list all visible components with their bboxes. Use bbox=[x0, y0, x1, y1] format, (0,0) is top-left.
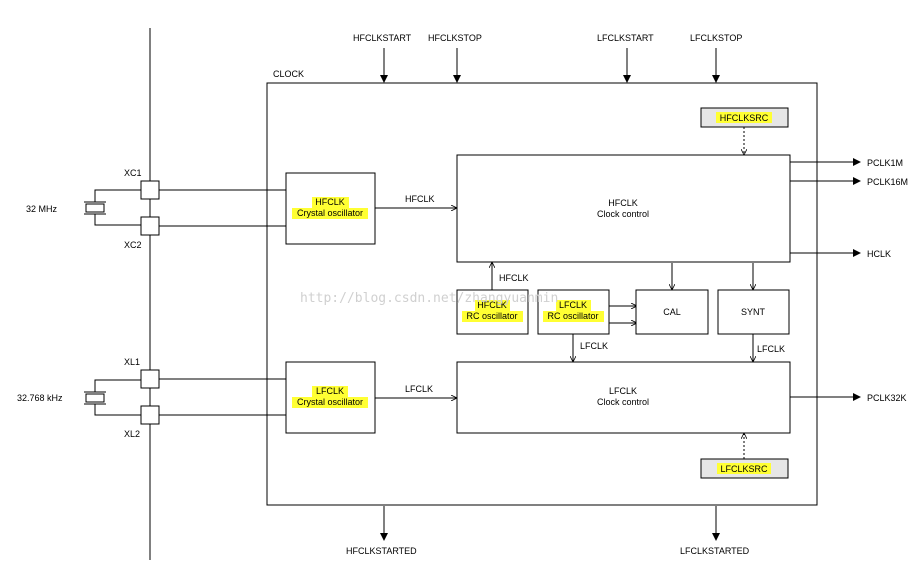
hfclksrc-register: HFCLKSRC bbox=[700, 107, 789, 154]
output-hclk: HCLK bbox=[790, 249, 891, 259]
hfclk-rc-oscillator: HFCLK RC oscillator bbox=[456, 289, 529, 335]
svg-text:LFCLK: LFCLK bbox=[757, 344, 785, 354]
svg-text:LFCLK: LFCLK bbox=[405, 384, 433, 394]
svg-text:XL1: XL1 bbox=[124, 357, 140, 367]
svg-text:LFCLKSTART: LFCLKSTART bbox=[597, 33, 654, 43]
svg-text:HFCLK: HFCLK bbox=[499, 273, 529, 283]
signal-lfclkstop: LFCLKSTOP bbox=[690, 33, 742, 83]
lf-crystal-freq: 32.768 kHz bbox=[17, 393, 63, 403]
svg-text:RC oscillator: RC oscillator bbox=[466, 311, 517, 321]
svg-text:HFCLK: HFCLK bbox=[477, 300, 507, 310]
svg-text:LFCLK: LFCLK bbox=[316, 386, 344, 396]
svg-text:Clock control: Clock control bbox=[597, 397, 649, 407]
signal-lfclkstart: LFCLKSTART bbox=[597, 33, 654, 83]
svg-text:LFCLK: LFCLK bbox=[609, 386, 637, 396]
output-pclk1m: PCLK1M bbox=[790, 158, 903, 168]
pin-xc1: XC1 bbox=[124, 168, 286, 200]
output-pclk32k: PCLK32K bbox=[790, 393, 907, 403]
signal-hfclkstart: HFCLKSTART bbox=[353, 33, 412, 83]
svg-text:XL2: XL2 bbox=[124, 429, 140, 439]
svg-text:RC oscillator: RC oscillator bbox=[547, 311, 598, 321]
svg-text:PCLK32K: PCLK32K bbox=[867, 393, 907, 403]
wire-hfclk-xtal: HFCLK bbox=[375, 194, 456, 208]
svg-text:LFCLKSRC: LFCLKSRC bbox=[720, 464, 768, 474]
hfclk-clock-control: HFCLK Clock control bbox=[456, 154, 791, 263]
pin-xc2: XC2 bbox=[124, 216, 286, 250]
pin-xl2: XL2 bbox=[124, 405, 286, 439]
svg-text:Clock control: Clock control bbox=[597, 209, 649, 219]
svg-text:HFCLK: HFCLK bbox=[608, 198, 638, 208]
svg-text:SYNT: SYNT bbox=[741, 307, 766, 317]
wire-hfclk-rc: HFCLK bbox=[492, 263, 529, 290]
lfclksrc-register: LFCLKSRC bbox=[700, 434, 789, 479]
hf-crystal: 32 MHz bbox=[26, 189, 141, 226]
svg-text:HFCLKSTART: HFCLKSTART bbox=[353, 33, 412, 43]
signal-hfclkstarted: HFCLKSTARTED bbox=[346, 506, 417, 556]
lfclk-clock-control: LFCLK Clock control bbox=[456, 361, 791, 434]
svg-text:XC2: XC2 bbox=[124, 240, 142, 250]
pin-xl1: XL1 bbox=[124, 357, 286, 389]
cal-block: CAL bbox=[635, 289, 709, 335]
svg-text:LFCLK: LFCLK bbox=[559, 300, 587, 310]
lf-crystal: 32.768 kHz bbox=[17, 379, 141, 416]
svg-text:Crystal oscillator: Crystal oscillator bbox=[297, 397, 363, 407]
svg-text:PCLK16M: PCLK16M bbox=[867, 177, 908, 187]
svg-text:LFCLKSTOP: LFCLKSTOP bbox=[690, 33, 742, 43]
svg-text:LFCLK: LFCLK bbox=[580, 341, 608, 351]
wire-lfclk-xtal: LFCLK bbox=[375, 384, 456, 398]
lfclk-crystal-oscillator: LFCLK Crystal oscillator bbox=[285, 361, 376, 434]
hfclk-crystal-oscillator: HFCLK Crystal oscillator bbox=[285, 172, 376, 245]
clock-block-title: CLOCK bbox=[273, 69, 304, 79]
watermark: http://blog.csdn.net/zhangyuanmin bbox=[300, 291, 558, 306]
svg-text:HFCLK: HFCLK bbox=[405, 194, 435, 204]
synt-block: SYNT bbox=[717, 289, 790, 335]
lfclk-rc-oscillator: LFCLK RC oscillator bbox=[537, 289, 610, 335]
svg-text:HFCLK: HFCLK bbox=[315, 197, 345, 207]
hf-crystal-freq: 32 MHz bbox=[26, 204, 58, 214]
svg-text:XC1: XC1 bbox=[124, 168, 142, 178]
output-pclk16m: PCLK16M bbox=[790, 177, 908, 187]
svg-text:Crystal oscillator: Crystal oscillator bbox=[297, 208, 363, 218]
svg-text:CAL: CAL bbox=[663, 307, 681, 317]
signal-hfclkstop: HFCLKSTOP bbox=[428, 33, 482, 83]
svg-text:PCLK1M: PCLK1M bbox=[867, 158, 903, 168]
wire-lfclk-synt: LFCLK bbox=[753, 334, 785, 361]
signal-lfclkstarted: LFCLKSTARTED bbox=[680, 506, 750, 556]
svg-text:HFCLKSRC: HFCLKSRC bbox=[720, 113, 769, 123]
svg-text:HFCLKSTARTED: HFCLKSTARTED bbox=[346, 546, 417, 556]
svg-text:LFCLKSTARTED: LFCLKSTARTED bbox=[680, 546, 750, 556]
svg-text:HCLK: HCLK bbox=[867, 249, 891, 259]
svg-text:HFCLKSTOP: HFCLKSTOP bbox=[428, 33, 482, 43]
wire-lfclk-rc: LFCLK bbox=[573, 334, 608, 361]
